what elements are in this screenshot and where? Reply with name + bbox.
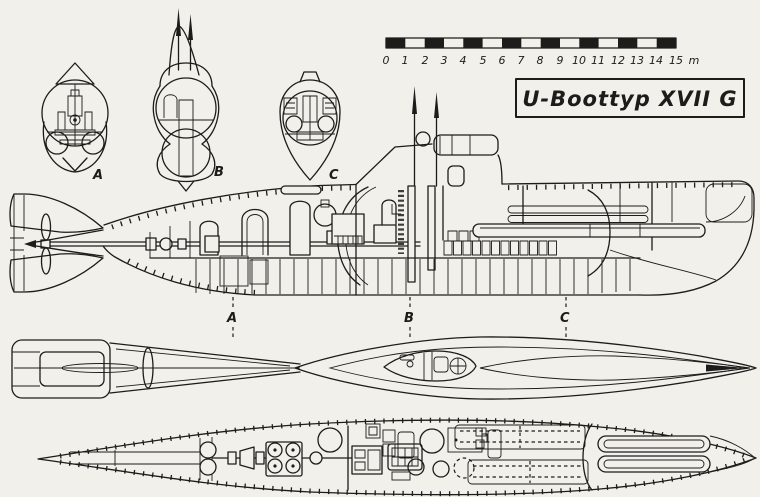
scale-tick-1: 1 [402, 54, 409, 67]
scale-unit-label: m [689, 54, 700, 67]
scale-bar: 0 1 2 3 4 5 6 7 8 9 10 11 12 13 14 15 m [383, 37, 700, 67]
cross-section-b-label: B [214, 165, 224, 180]
scale-tick-5: 5 [480, 54, 487, 67]
section-marker-b: B [404, 311, 414, 326]
scale-tick-11: 11 [591, 54, 605, 67]
side-elevation-view: A B C [9, 86, 755, 339]
scale-tick-10: 10 [572, 54, 586, 67]
cross-section-b: B [152, 8, 224, 192]
interior-deck-plan [37, 417, 757, 497]
cross-section-c-label: C [329, 168, 339, 183]
scale-tick-7: 7 [518, 54, 525, 67]
scale-tick-9: 9 [557, 54, 564, 67]
scale-tick-2: 2 [422, 54, 429, 67]
scale-tick-8: 8 [537, 54, 544, 67]
scale-tick-14: 14 [649, 54, 663, 67]
scale-tick-15: 15 [669, 54, 683, 67]
diagram-title: U-Boottyp XVII G [522, 87, 737, 111]
section-marker-c: C [560, 311, 570, 326]
top-plan-view [11, 336, 757, 400]
scale-tick-0: 0 [383, 54, 390, 67]
cross-section-a: A [41, 62, 109, 183]
section-marker-a: A [226, 311, 237, 326]
scale-tick-3: 3 [441, 54, 448, 67]
scale-bar-segments [386, 38, 676, 48]
section-markers: A B C [226, 297, 570, 339]
scale-tick-12: 12 [611, 54, 625, 67]
cross-section-a-label: A [92, 168, 103, 183]
cross-section-c: C [279, 71, 341, 183]
scale-tick-13: 13 [630, 54, 644, 67]
title-box: U-Boottyp XVII G [515, 78, 745, 118]
scale-tick-4: 4 [460, 54, 467, 67]
scale-tick-6: 6 [499, 54, 506, 67]
